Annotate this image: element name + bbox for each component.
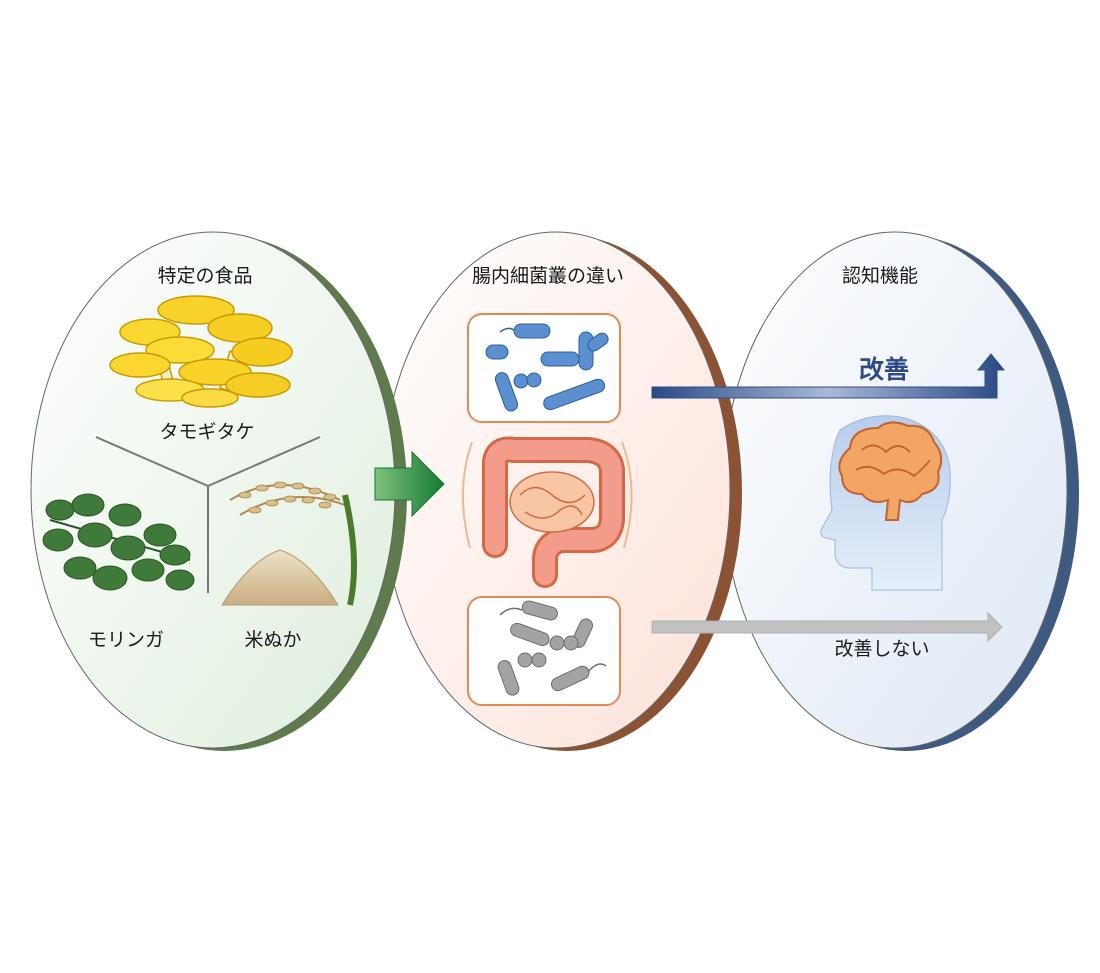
mushroom-icon: [109, 295, 293, 408]
no-improve-arrow: [651, 611, 1003, 643]
gray-bacteria-icon: [467, 596, 621, 706]
brain-head-icon: [820, 415, 951, 591]
rice-bran-icon: [221, 481, 357, 606]
improve-arrow: [651, 353, 1006, 399]
rice-bran-label: 米ぬか: [244, 629, 301, 651]
intestine-icon: [461, 436, 633, 588]
moringa-label: モリンガ: [88, 629, 164, 651]
food-divider: [95, 436, 321, 593]
flow-arrow: [374, 450, 445, 518]
food-heading: 特定の食品: [157, 265, 252, 287]
moringa-leaf-icon: [42, 493, 195, 591]
improve-label: 改善: [859, 355, 909, 384]
mushroom-label: タモギタケ: [159, 421, 254, 443]
gut-heading: 腸内細菌叢の違い: [472, 265, 624, 287]
cognition-heading: 認知機能: [842, 265, 918, 287]
blue-bacteria-icon: [467, 313, 621, 423]
no-improve-label: 改善しない: [834, 638, 929, 660]
